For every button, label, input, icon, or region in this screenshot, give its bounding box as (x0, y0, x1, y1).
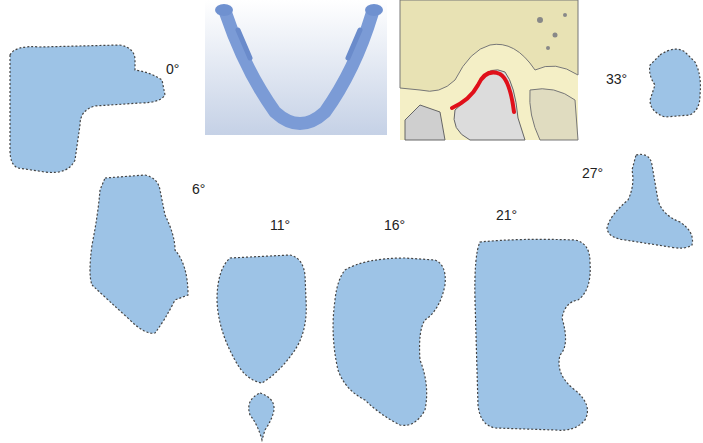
angle-label: 6° (192, 182, 205, 196)
condyle (215, 4, 233, 16)
tmj-anatomy (400, 0, 578, 140)
angle-label: 27° (582, 166, 603, 180)
mandible-model (226, 14, 372, 124)
angle-label: 21° (496, 208, 517, 222)
angle-label: 16° (384, 218, 405, 232)
mandible-panel (205, 0, 387, 135)
angle-label: 11° (270, 218, 290, 232)
section-shapes (10, 45, 700, 440)
angle-label: 0° (166, 62, 179, 76)
angle-label: 33° (606, 72, 627, 86)
condyle (365, 4, 383, 16)
tmj-panel (400, 0, 578, 140)
